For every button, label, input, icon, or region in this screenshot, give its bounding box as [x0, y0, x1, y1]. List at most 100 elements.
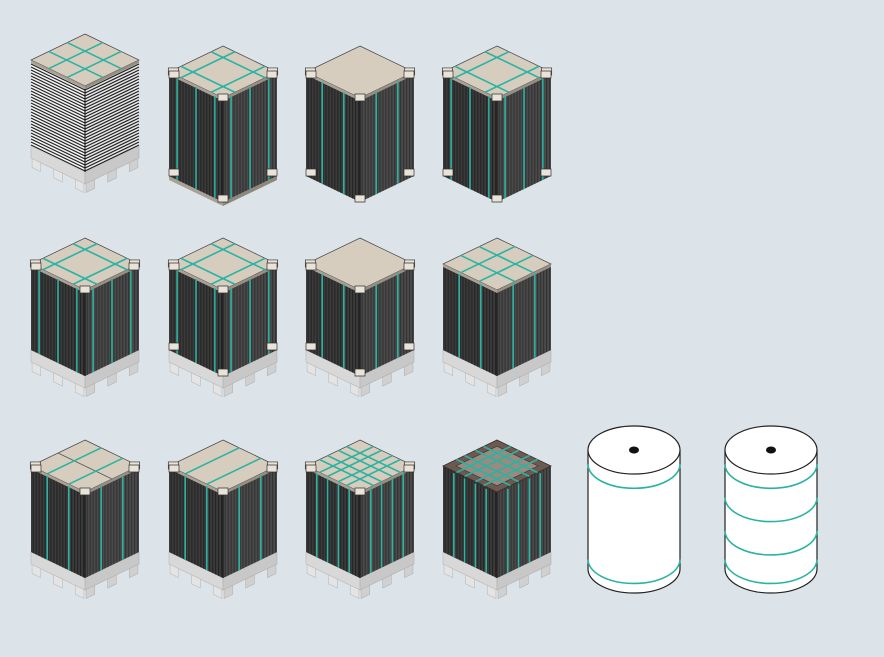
pallet-foot — [328, 372, 338, 387]
pallet-foot — [128, 564, 139, 579]
pallet-right-face — [222, 551, 278, 591]
corner-protector — [491, 93, 503, 102]
top-board-edge — [306, 72, 360, 101]
top-board-split-line — [57, 452, 113, 480]
roll-band — [587, 559, 681, 585]
corner-protector — [540, 70, 552, 79]
strap — [484, 65, 540, 94]
pallet-foot — [360, 382, 371, 397]
strap — [475, 454, 530, 483]
corner-protector — [403, 70, 415, 79]
roll-1 — [587, 425, 681, 594]
package-2 — [167, 45, 279, 206]
strap — [484, 50, 540, 79]
pallet-foot — [31, 362, 42, 377]
corner-protector — [540, 168, 552, 177]
roll-band — [724, 464, 818, 490]
corner-protector — [305, 168, 317, 177]
strap — [464, 454, 519, 483]
strap — [180, 257, 236, 286]
pallet-foot — [497, 584, 508, 599]
top-board-edge — [223, 264, 277, 293]
pallet-foot — [540, 564, 551, 579]
pallet-right-face — [84, 551, 140, 591]
strap — [42, 257, 98, 286]
pallet-foot — [266, 564, 277, 579]
pallet-foot — [107, 372, 117, 387]
corner-protector — [403, 168, 415, 177]
base-board — [169, 176, 223, 206]
pallet-foot — [349, 382, 360, 397]
strap — [184, 447, 240, 475]
pallet-right-face — [84, 145, 140, 185]
pallet-foot — [306, 564, 317, 579]
top-board-edge — [306, 264, 360, 293]
corner-protector — [403, 464, 415, 473]
pallet-right-face — [359, 551, 415, 591]
top-board-edge — [169, 264, 223, 293]
pallet-foot — [465, 574, 475, 589]
pallet-foot — [31, 158, 42, 173]
top-board-edge — [443, 264, 497, 293]
pallet-foot — [266, 362, 277, 377]
strap — [210, 65, 266, 94]
pallet-foot — [107, 574, 117, 589]
corner-protector — [442, 168, 454, 177]
pallet-foot — [486, 584, 497, 599]
strap — [346, 445, 401, 474]
corner-protector — [79, 487, 91, 496]
strap — [456, 458, 511, 487]
roll-band — [724, 559, 818, 585]
strap — [483, 445, 538, 474]
package-3 — [304, 45, 416, 203]
pallet-foot — [212, 382, 223, 397]
top-board-edge — [169, 72, 223, 101]
pallet-foot — [486, 382, 497, 397]
strap — [210, 50, 266, 79]
corner-protector — [305, 464, 317, 473]
roll-core — [766, 446, 776, 454]
top-board-edge — [497, 72, 551, 101]
package-8 — [442, 237, 552, 397]
strap — [68, 457, 124, 485]
corner-protector — [217, 194, 229, 203]
strap — [478, 254, 534, 283]
pallet-foot — [223, 382, 234, 397]
strap — [210, 257, 266, 286]
corner-protector — [168, 262, 180, 271]
pallet-foot — [306, 362, 317, 377]
pallet-foot — [443, 362, 454, 377]
corner-protector — [354, 368, 366, 377]
strap — [42, 242, 98, 271]
pallet-foot — [497, 382, 508, 397]
package-4 — [441, 45, 553, 203]
pallet-foot — [328, 574, 338, 589]
corner-protector — [168, 168, 180, 177]
corner-protector — [168, 70, 180, 79]
package-7 — [304, 237, 416, 397]
pallet-foot — [519, 574, 529, 589]
top-board-edge — [360, 72, 414, 101]
package-12 — [442, 439, 552, 599]
corner-protector — [266, 70, 278, 79]
pallet-foot — [74, 584, 85, 599]
top-frame-inner — [455, 445, 539, 487]
top-board-edge — [31, 466, 85, 495]
pallet-foot — [349, 584, 360, 599]
strap — [464, 449, 519, 478]
corner-protector — [168, 342, 180, 351]
pallet-foot — [85, 178, 96, 193]
top-board-edge — [31, 264, 85, 293]
pallet-right-face — [496, 551, 552, 591]
pallet-foot — [74, 178, 85, 193]
strap — [206, 457, 262, 485]
pallet-foot — [53, 574, 63, 589]
package-9 — [29, 439, 141, 599]
top-board-edge — [360, 466, 414, 495]
top-board-edge — [497, 264, 551, 293]
package-5 — [29, 237, 141, 397]
pallet-foot — [191, 372, 201, 387]
corner-protector — [266, 168, 278, 177]
roll-band — [724, 530, 818, 556]
